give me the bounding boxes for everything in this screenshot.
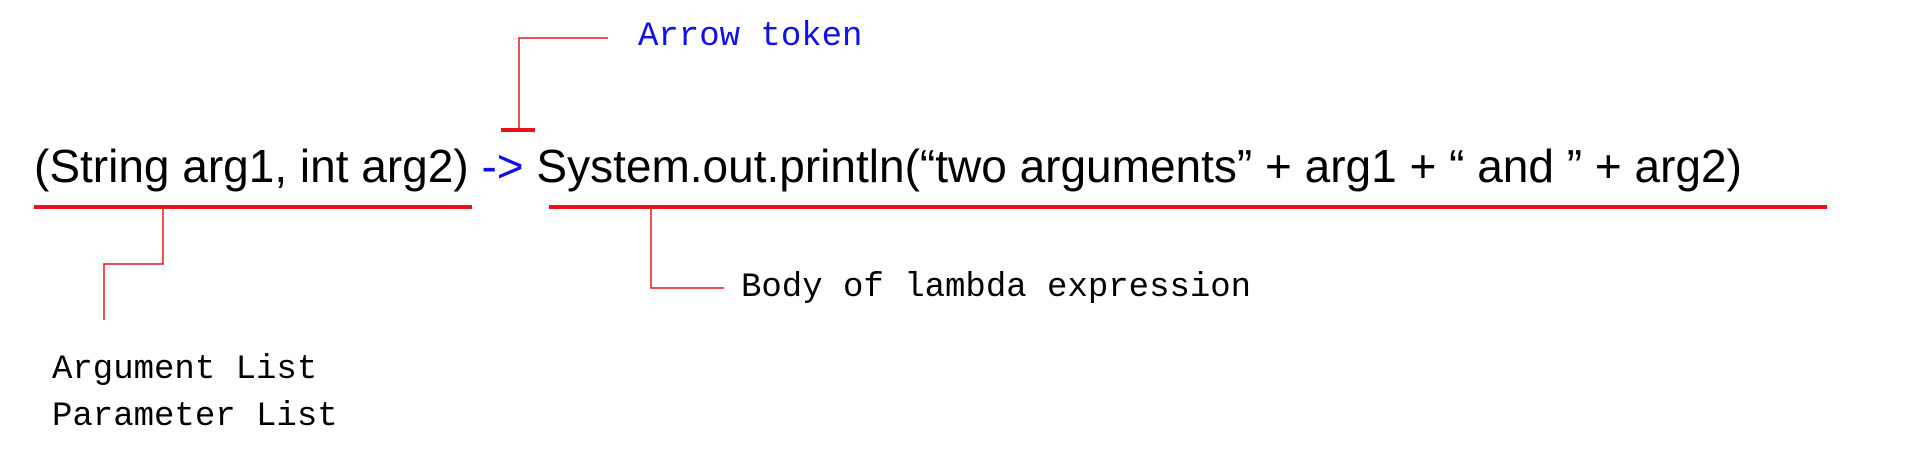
arrow-token-connector [518,37,608,128]
arrow-token-code: -> [481,140,524,192]
lambda-body-code: System.out.println(“two arguments” + arg… [536,140,1742,192]
arrow-token-label: Arrow token [638,18,863,56]
body-label: Body of lambda expression [741,269,1252,307]
body-connector [650,209,724,289]
argument-list-label: Argument List [52,351,318,389]
parameter-list-code: (String arg1, int arg2) [34,140,469,192]
parameter-list-label: Parameter List [52,398,338,436]
params-connector [103,209,164,320]
lambda-expression: (String arg1, int arg2) -> System.out.pr… [34,138,1742,194]
